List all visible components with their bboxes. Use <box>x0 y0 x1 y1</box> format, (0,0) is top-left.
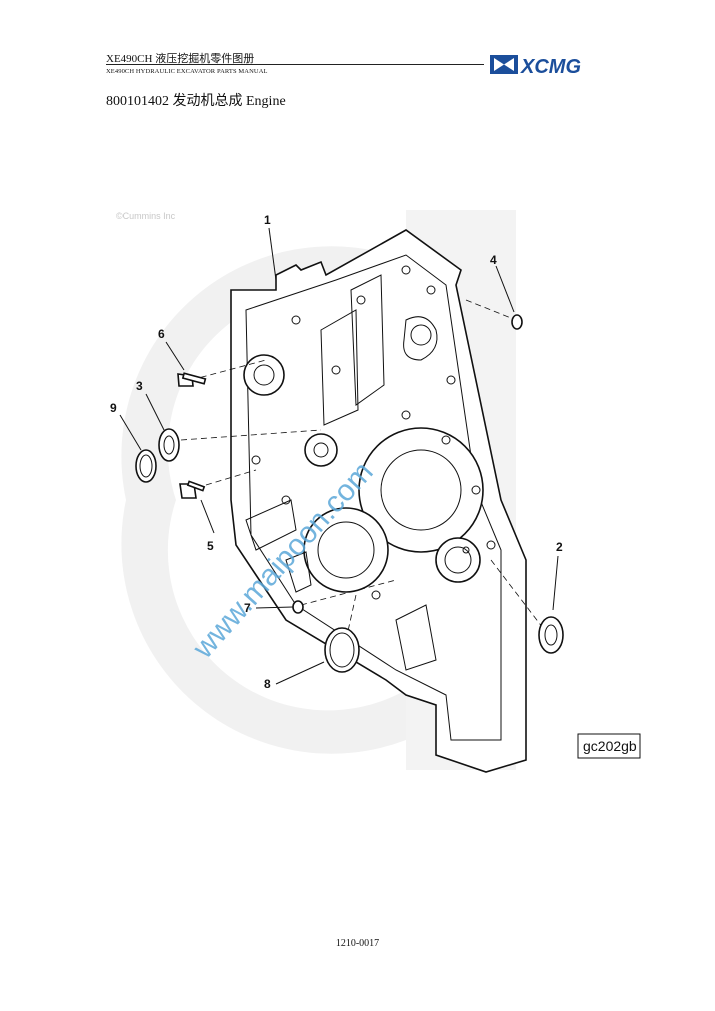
bolt-part-5 <box>179 480 206 499</box>
callout-7: 7 <box>244 601 251 615</box>
callout-3: 3 <box>136 379 143 393</box>
callout-1: 1 <box>264 213 271 227</box>
bearing-part-3 <box>158 428 180 462</box>
document-title: 800101402 发动机总成 Engine <box>106 94 286 109</box>
page-header: XE490CH 液压挖掘机零件图册 XE490CH HYDRAULIC EXCA… <box>106 50 606 80</box>
leader-lines <box>119 227 559 685</box>
callout-9: 9 <box>110 401 117 415</box>
seal-part-9 <box>135 449 157 483</box>
reference-code: gc202gb <box>583 738 637 754</box>
header-title-en: XE490CH HYDRAULIC EXCAVATOR PARTS MANUAL <box>106 68 268 75</box>
callout-8: 8 <box>264 677 271 691</box>
exploded-parts-diagram: ©Cummins Inc <box>106 200 646 780</box>
bolt-part-6 <box>177 372 207 387</box>
washer-part-7 <box>292 600 304 614</box>
xcmg-logo: XCMG <box>488 52 608 78</box>
copyright-text: ©Cummins Inc <box>116 211 176 221</box>
brand-text: XCMG <box>520 56 581 78</box>
page-number: 1210-0017 <box>335 938 380 949</box>
reference-code-box: gc202gb <box>577 733 641 759</box>
callout-2: 2 <box>556 540 563 554</box>
callout-4: 4 <box>490 253 497 267</box>
gear-housing <box>230 229 527 773</box>
nut-part-4 <box>511 314 523 330</box>
header-rule <box>106 64 484 65</box>
callout-5: 5 <box>207 539 214 553</box>
seal-part-8 <box>324 627 360 673</box>
callout-6: 6 <box>158 327 165 341</box>
header-title-cn: XE490CH 液压挖掘机零件图册 <box>106 53 255 65</box>
bearing-part-2 <box>538 616 564 654</box>
